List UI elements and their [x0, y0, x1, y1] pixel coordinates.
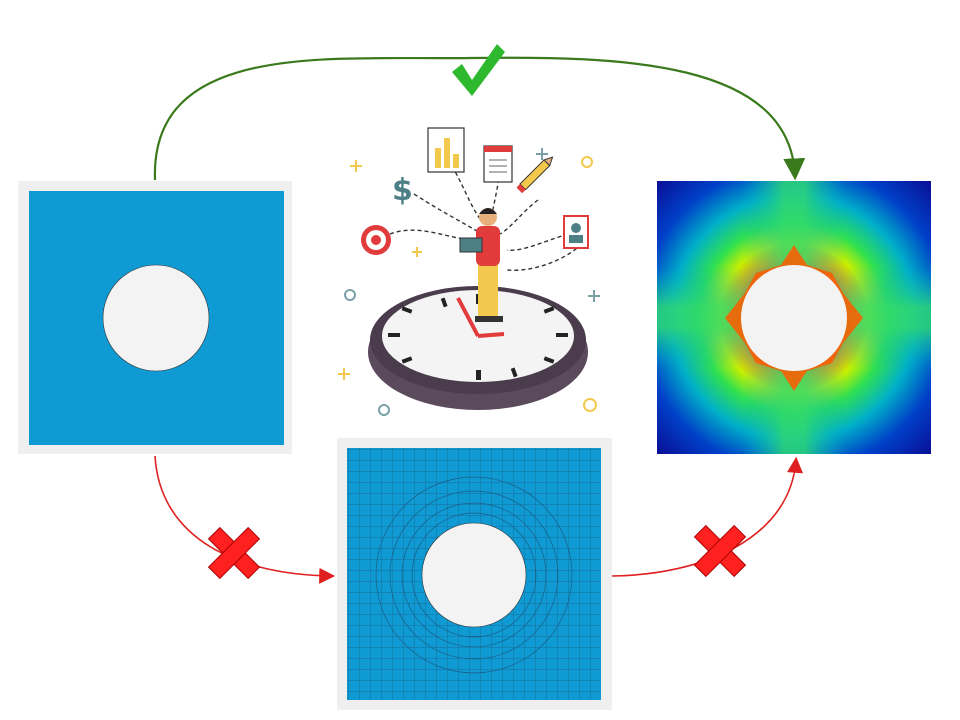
svg-text:$: $: [392, 173, 413, 208]
plate-with-hole-geometry: [29, 191, 284, 445]
person-on-clock-time-management-icon: $: [338, 127, 600, 416]
arrow-geometry-to-result: [153, 56, 806, 181]
result-panel: [657, 181, 931, 454]
mesh-panel: [337, 438, 612, 710]
stress-contour-result: [657, 181, 931, 454]
arrow-geometry-to-mesh: [154, 455, 336, 584]
geometry-panel: [18, 181, 292, 454]
plate-with-hole-mesh: [347, 448, 601, 700]
check-icon: [452, 44, 505, 96]
cross-icon: [207, 526, 261, 580]
cross-icon: [693, 524, 747, 578]
